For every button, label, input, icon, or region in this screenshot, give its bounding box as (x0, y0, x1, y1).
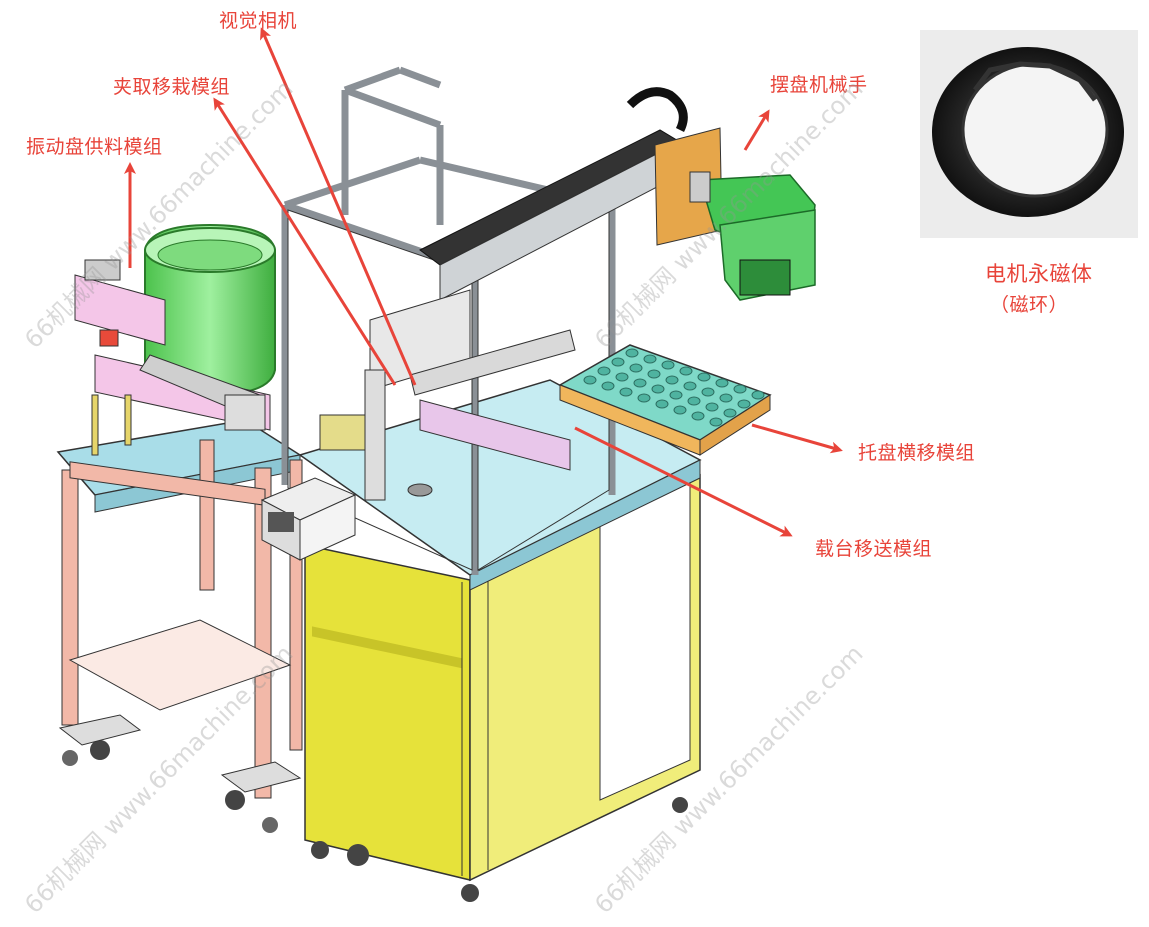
label-vision-camera: 视觉相机 (219, 10, 298, 32)
tray-pocket (625, 348, 639, 358)
tray-pocket (647, 369, 661, 379)
tray-pocket (651, 384, 665, 394)
tray-pocket (709, 417, 723, 427)
tray-pocket (715, 378, 729, 388)
arrow-vision-camera (260, 27, 417, 386)
label-vibratory-feeder: 振动盘供料模组 (26, 136, 163, 158)
arrow-tray-robot (743, 109, 770, 151)
control-box (260, 477, 357, 561)
label-tray-robot: 摆盘机械手 (770, 74, 868, 96)
arrow-carrier-transfer (574, 426, 793, 537)
tray-pocket (701, 387, 715, 397)
feeder-rail (74, 259, 271, 456)
tray-pocket (583, 375, 597, 385)
tray-pocket (637, 393, 651, 403)
tray-pocket (619, 387, 633, 397)
tray-pocket (691, 411, 705, 421)
tray-robot (654, 127, 816, 301)
tray-pocket (601, 381, 615, 391)
tray-pocket (737, 399, 751, 409)
tray-pocket (597, 366, 611, 376)
tray-pocket (611, 357, 625, 367)
main-table-top (298, 379, 702, 591)
tray-pocket (669, 390, 683, 400)
label-carrier-transfer: 载台移送模组 (815, 538, 933, 560)
tray-pocket (629, 363, 643, 373)
tray-pocket (615, 372, 629, 382)
tray-pocket (733, 384, 747, 394)
inner-mechanisms (319, 289, 576, 501)
tray-pocket (751, 390, 765, 400)
tray-pocket (687, 396, 701, 406)
tray-pocket (683, 381, 697, 391)
tray-pocket (673, 405, 687, 415)
tray-pocket (643, 354, 657, 364)
gantry-beam (419, 87, 688, 301)
tray-pocket (723, 408, 737, 418)
tray-pocket (665, 375, 679, 385)
tray-pocket (697, 372, 711, 382)
arrow-gripper-transfer (213, 97, 397, 386)
tray-pocket (655, 399, 669, 409)
label-gripper-transfer: 夹取移栽模组 (113, 76, 231, 98)
tray-pocket (705, 402, 719, 412)
product-subname: （磁环） (990, 294, 1069, 316)
label-tray-traverse: 托盘横移模组 (858, 442, 976, 464)
tray-pocket (719, 393, 733, 403)
tray-cells (583, 348, 765, 427)
arrow-tray-traverse (751, 423, 843, 454)
tray-pocket (661, 360, 675, 370)
tray-pocket (679, 366, 693, 376)
leader-arrows (124, 27, 843, 537)
tray-module (558, 344, 772, 456)
tray-pocket (633, 378, 647, 388)
product-name: 电机永磁体 (985, 262, 1093, 286)
main-cabinet (304, 473, 701, 902)
magnet-ring-illustration (920, 30, 1138, 238)
